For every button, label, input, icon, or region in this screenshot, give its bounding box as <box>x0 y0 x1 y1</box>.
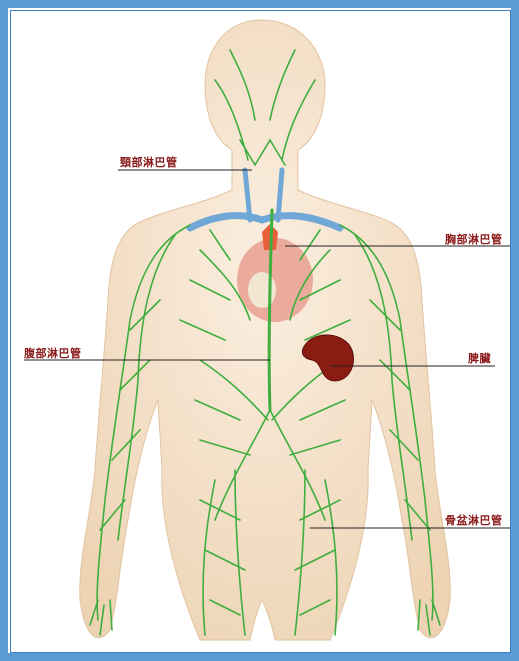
chest-lymph-label: 胸部淋巴管 <box>445 231 503 247</box>
abdomen-lymph-label: 腹部淋巴管 <box>24 345 82 361</box>
heart-icon <box>237 238 313 322</box>
spleen-label: 脾臟 <box>468 350 491 366</box>
neck-lymph-label: 頸部淋巴管 <box>120 154 178 170</box>
body-silhouette <box>80 20 450 640</box>
pelvis-lymph-label: 骨盆淋巴管 <box>445 512 503 528</box>
